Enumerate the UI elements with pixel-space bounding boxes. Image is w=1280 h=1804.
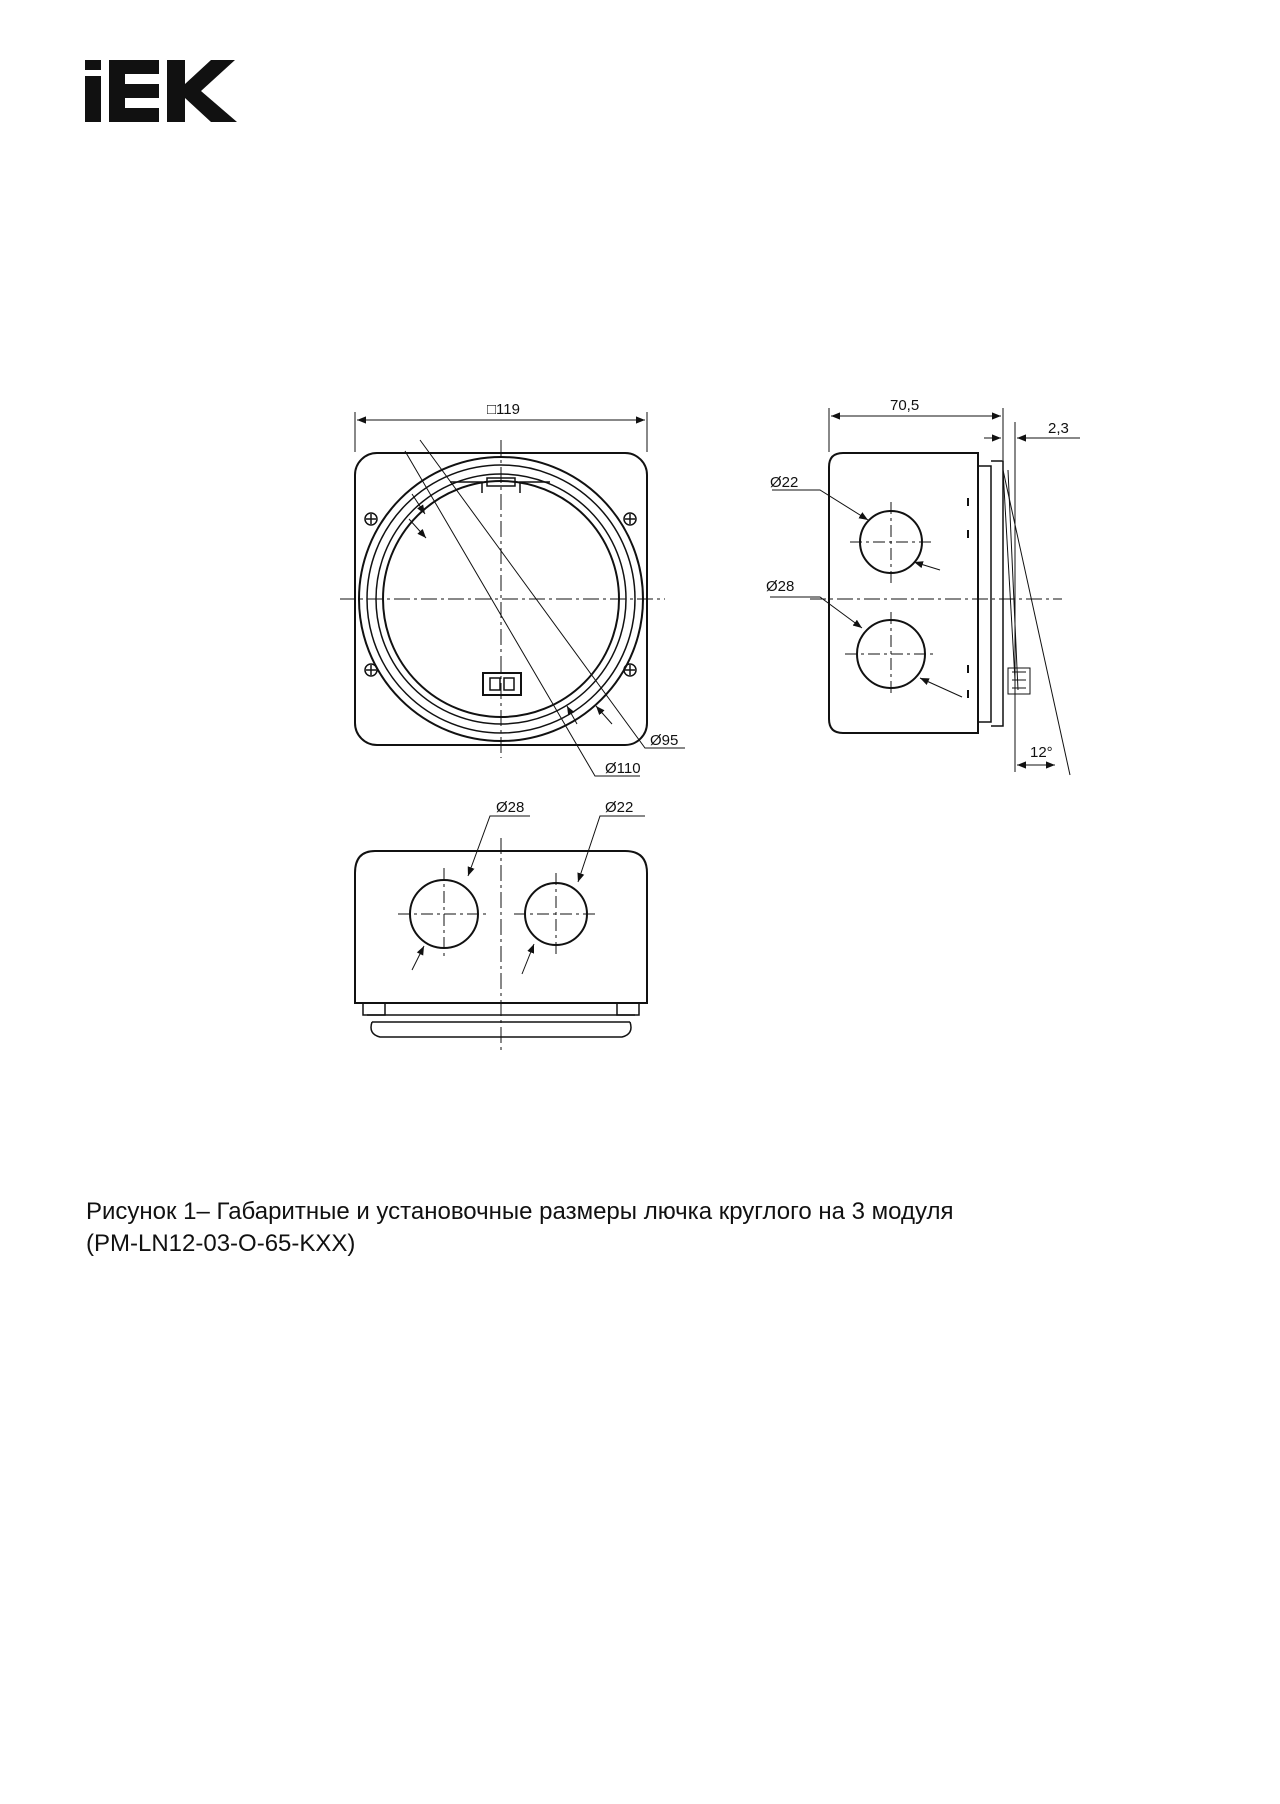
front-size-label: □119 [487, 401, 520, 418]
side-depth-label: 70,5 [890, 397, 919, 414]
side-hole-top-label: Ø22 [770, 474, 798, 491]
side-flange-label: 2,3 [1048, 420, 1069, 437]
caption-line-1: Рисунок 1– Габаритные и установочные раз… [86, 1198, 954, 1225]
front-diam-inner-label: Ø95 [650, 732, 678, 749]
bottom-hole-right-label: Ø22 [605, 799, 633, 816]
bottom-view [354, 815, 648, 1050]
front-diam-outer-label: Ø110 [605, 760, 641, 777]
side-hole-bottom-label: Ø28 [766, 578, 794, 595]
side-angle-label: 12° [1030, 744, 1053, 761]
figure-caption: Рисунок 1– Габаритные и установочные раз… [86, 1196, 1206, 1260]
caption-line-2: (PM-LN12-03-O-65-KXX) [86, 1230, 356, 1257]
side-view [770, 408, 1080, 776]
front-view [340, 412, 685, 777]
iek-logo [85, 60, 237, 122]
bottom-hole-left-label: Ø28 [496, 799, 524, 816]
